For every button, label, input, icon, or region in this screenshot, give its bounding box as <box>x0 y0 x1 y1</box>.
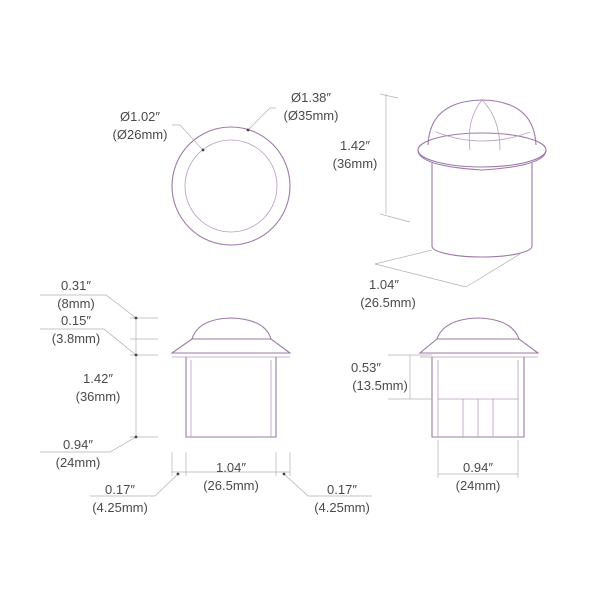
window-height-mm-label: (13.5mm) <box>352 378 408 393</box>
right-flange-leader-dot <box>282 472 286 476</box>
section-flange <box>418 338 540 354</box>
flange-height-mm-label: (3.8mm) <box>52 331 100 346</box>
outer-diameter-label: Ø1.38″ <box>291 90 331 105</box>
top-view: Ø1.02″ (Ø26mm) Ø1.38″ (Ø35mm) <box>113 90 339 246</box>
left-flange-label: 0.17″ <box>105 482 135 497</box>
total-height-mm-label: (36mm) <box>76 389 121 404</box>
inner-diameter-leader <box>172 124 204 151</box>
window-height-label: 0.53″ <box>351 360 381 375</box>
body-diameter-leader <box>40 436 137 453</box>
iso-flange-top <box>417 132 547 168</box>
iso-dome-seam-1 <box>468 99 483 151</box>
flange-height-leader-dot <box>134 353 138 357</box>
front-width-label: 1.04″ <box>216 460 246 475</box>
dome-height-leader-dot <box>134 316 138 320</box>
iso-dome-seam-2 <box>481 99 501 151</box>
dome-height-label: 0.31″ <box>61 278 91 293</box>
section-width-label: 0.94″ <box>463 460 493 475</box>
dome-height-mm-label: (8mm) <box>57 296 95 311</box>
front-body <box>185 357 277 438</box>
outer-diameter-leader <box>247 107 276 131</box>
iso-width-tick-right <box>465 253 521 288</box>
front-flange <box>170 338 292 354</box>
left-flange-leader <box>90 473 179 497</box>
flange-height-leader <box>40 328 137 356</box>
iso-width-mm-label: (26.5mm) <box>360 295 416 310</box>
inner-diameter-mm-label: (Ø26mm) <box>113 127 168 142</box>
iso-height-tick-top <box>379 93 399 99</box>
iso-height-label: 1.42″ <box>340 138 370 153</box>
right-flange-label: 0.17″ <box>327 482 357 497</box>
iso-view: 1.42″ (36mm) 1.04″ (26.5mm) <box>333 93 547 310</box>
left-flange-mm-label: (4.25mm) <box>92 500 148 515</box>
right-flange-leader <box>283 473 372 497</box>
outer-diameter-mm-label: (Ø35mm) <box>284 108 339 123</box>
iso-width-label: 1.04″ <box>369 277 399 292</box>
iso-height-mm-label: (36mm) <box>333 156 378 171</box>
front-width-mm-label: (26.5mm) <box>203 478 259 493</box>
body-diameter-label: 0.94″ <box>63 437 93 452</box>
iso-body <box>431 163 533 258</box>
inner-diameter-leader-dot <box>201 148 205 152</box>
body-diameter-leader-dot <box>134 435 138 439</box>
iso-dome <box>427 99 537 146</box>
total-height-label: 1.42″ <box>83 371 113 386</box>
iso-dome-seam-3 <box>435 131 531 142</box>
inner-diameter-label: Ø1.02″ <box>120 109 160 124</box>
right-flange-mm-label: (4.25mm) <box>314 500 370 515</box>
iso-flange-bottom <box>417 149 547 171</box>
section-width-mm-label: (24mm) <box>456 478 501 493</box>
front-view: 0.31″ (8mm) 0.15″ (3.8mm) 1.42″ (36mm) 0… <box>40 278 372 515</box>
left-flange-leader-dot <box>176 472 180 476</box>
iso-height-tick-bottom <box>379 213 411 223</box>
front-dome <box>191 317 272 340</box>
iso-width-line <box>374 263 467 288</box>
body-diameter-mm-label: (24mm) <box>56 455 101 470</box>
dome-height-leader <box>40 294 137 319</box>
flange-height-label: 0.15″ <box>61 313 91 328</box>
outer-ring <box>171 126 291 246</box>
section-view: 0.53″ (13.5mm) 0.94″ (24mm) <box>351 317 540 493</box>
inner-ring <box>184 139 278 233</box>
section-dome <box>436 317 520 340</box>
outer-diameter-leader-dot <box>246 128 250 132</box>
iso-width-tick-left <box>374 249 433 265</box>
